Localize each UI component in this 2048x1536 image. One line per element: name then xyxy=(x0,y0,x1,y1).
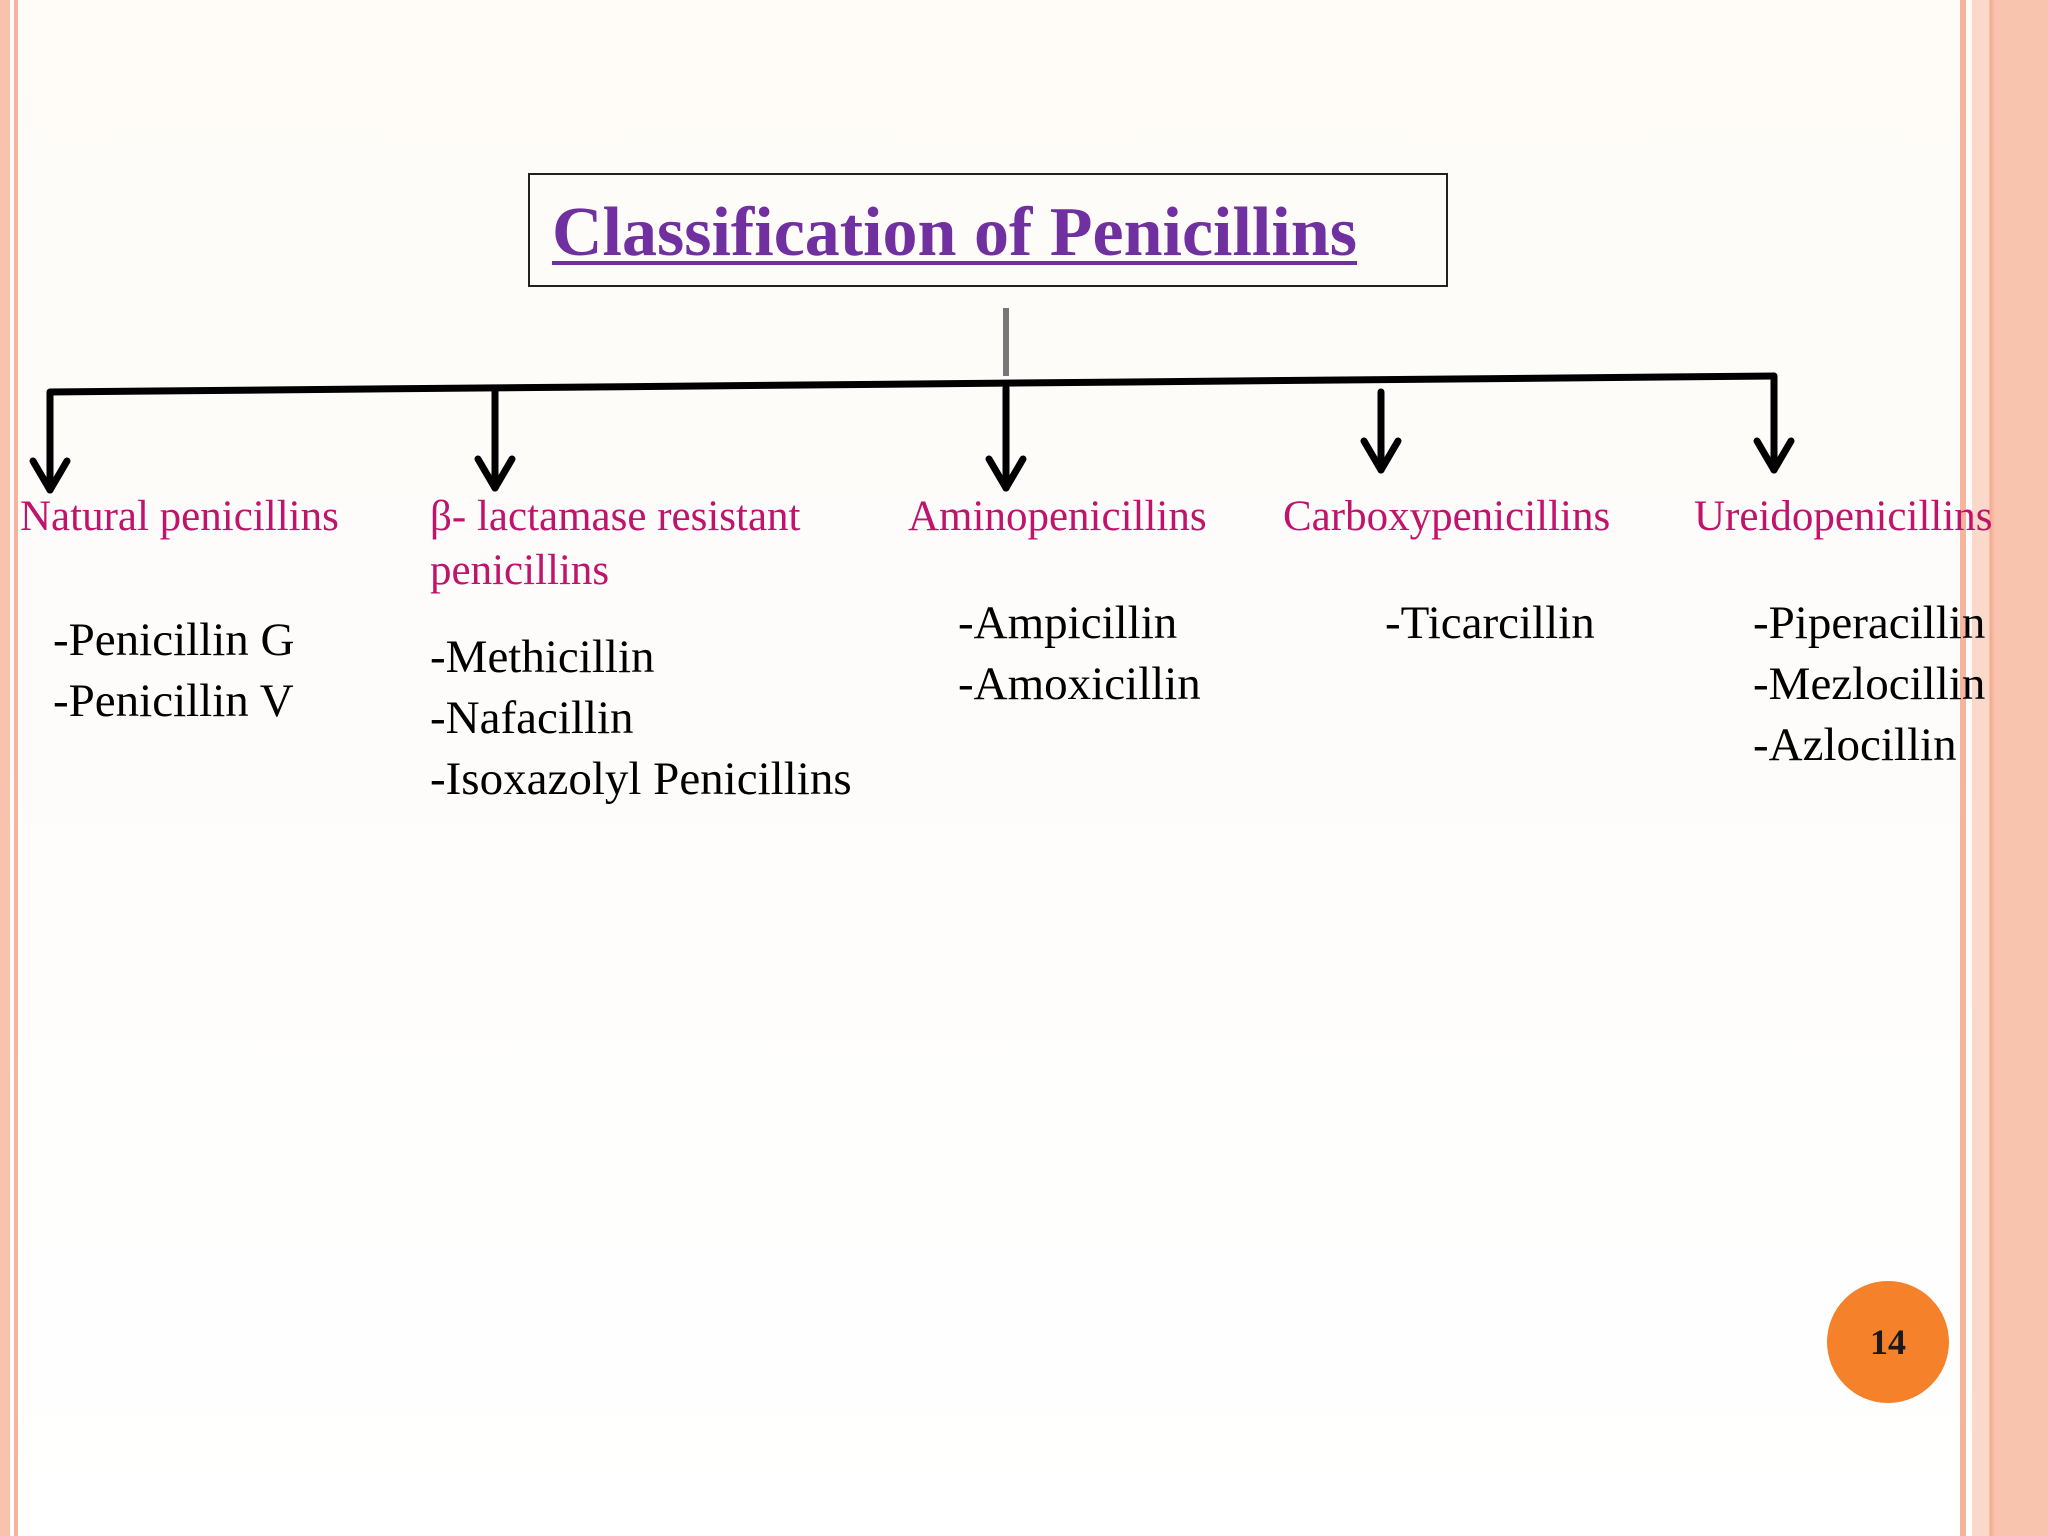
left-border-line xyxy=(14,0,18,1536)
list-item: -Piperacillin xyxy=(1753,597,1986,649)
ureido-members-list: -Piperacillin -Mezlocillin -Azlocillin xyxy=(1753,593,1985,776)
horizontal-connector xyxy=(49,372,1776,396)
category-ureido-label: Ureidopenicillins xyxy=(1694,493,1993,540)
list-item: -Amoxicillin xyxy=(958,658,1201,710)
list-item: -Ampicillin xyxy=(958,597,1178,649)
category-amino-label: Aminopenicillins xyxy=(908,493,1207,540)
page-number: 14 xyxy=(1870,1322,1906,1362)
list-item: -Penicillin G xyxy=(53,614,295,666)
right-border-panel xyxy=(1972,0,2048,1536)
category-beta-lactamase-line1: β- lactamase resistant xyxy=(430,493,801,540)
left-border-stripe xyxy=(0,0,10,1536)
arrow-carboxy xyxy=(1360,388,1402,474)
category-beta-lactamase-line2: penicillins xyxy=(430,547,610,594)
category-beta-lactamase-label: β- lactamase resistant penicillins xyxy=(430,490,801,598)
list-item: -Penicillin V xyxy=(53,675,294,727)
carboxy-members-list: -Ticarcillin xyxy=(1385,593,1595,654)
beta-lactamase-members-list: -Methicillin -Nafacillin -Isoxazolyl Pen… xyxy=(430,627,852,810)
slide-title: Classification of Penicillins xyxy=(552,194,1357,271)
arrow-amino xyxy=(985,384,1027,492)
amino-members-list: -Ampicillin -Amoxicillin xyxy=(958,593,1201,715)
arrow-ureido xyxy=(1753,372,1795,474)
natural-members-list: -Penicillin G -Penicillin V xyxy=(53,610,295,732)
list-item: -Azlocillin xyxy=(1753,719,1957,771)
page-number-badge: 14 xyxy=(1827,1281,1949,1403)
arrow-natural xyxy=(29,388,71,494)
right-border-line xyxy=(1960,0,1966,1536)
list-item: -Mezlocillin xyxy=(1753,658,1986,710)
list-item: -Methicillin xyxy=(430,631,655,683)
list-item: -Nafacillin xyxy=(430,692,634,744)
list-item: -Isoxazolyl Penicillins xyxy=(430,753,852,805)
category-carboxy-label: Carboxypenicillins xyxy=(1283,493,1611,540)
arrow-beta-lactamase xyxy=(474,386,516,492)
category-natural-label: Natural penicillins xyxy=(20,493,339,540)
list-item: -Ticarcillin xyxy=(1385,597,1595,649)
title-box: Classification of Penicillins xyxy=(528,173,1448,287)
